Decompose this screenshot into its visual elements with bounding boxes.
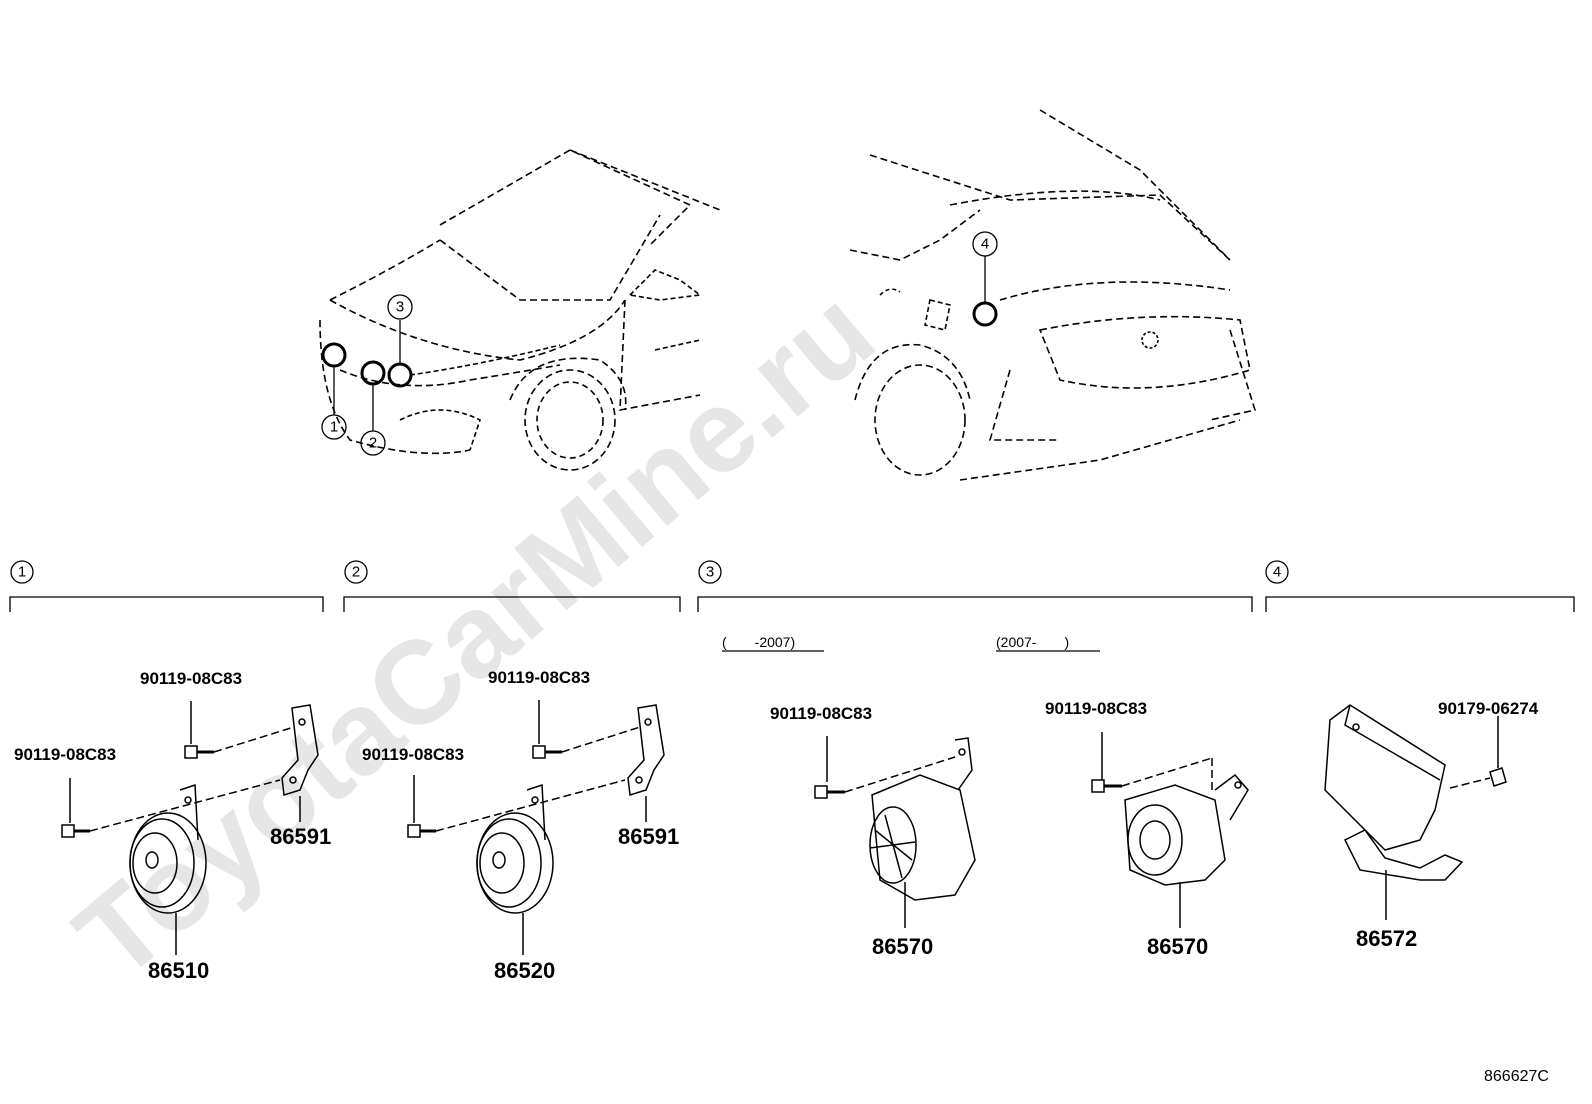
part-label: 90119-08C83: [1045, 699, 1147, 718]
part-label: 86591: [618, 824, 679, 849]
part-label: 90179-06274: [1438, 699, 1539, 718]
rear-callout-label-4: 4: [981, 236, 989, 253]
part-label: 86572: [1356, 926, 1417, 951]
location-marker-3: [387, 362, 413, 388]
range-label: (2007- ): [996, 634, 1069, 650]
range-label: ( -2007): [722, 634, 795, 650]
part-label: 86591: [270, 824, 331, 849]
part-label: 90119-08C83: [362, 745, 464, 764]
part-label: 90119-08C83: [770, 704, 872, 723]
location-marker-1: [321, 342, 347, 368]
part-label: 90119-08C83: [14, 745, 116, 764]
part-label: 86510: [148, 958, 209, 983]
section-index-4: 4: [1273, 564, 1281, 581]
rear-car-view: [849, 109, 1257, 481]
rear-callouts: [972, 231, 998, 327]
part-label: 86520: [494, 958, 555, 983]
diagram-code: 866627C: [1484, 1068, 1549, 1085]
section-index-3: 3: [706, 564, 714, 581]
section-3-drawing: [814, 732, 1249, 928]
section-index-1: 1: [18, 564, 26, 581]
front-callout-label-1: 1: [330, 419, 338, 436]
part-label: 90119-08C83: [488, 668, 590, 687]
section-4-drawing: [1324, 704, 1507, 920]
section-index-2: 2: [352, 564, 360, 581]
front-callout-label-2: 2: [369, 435, 377, 452]
location-marker-4: [972, 301, 998, 327]
part-label: 90119-08C83: [140, 669, 242, 688]
front-callout-label-3: 3: [396, 299, 404, 316]
front-callouts: [321, 294, 413, 456]
section-headers: [9, 560, 1575, 612]
section-2-drawing: [407, 700, 665, 955]
part-label: 86570: [1147, 934, 1208, 959]
front-car-view: [319, 149, 721, 471]
part-label: 86570: [872, 934, 933, 959]
section-1-drawing: [61, 701, 319, 955]
